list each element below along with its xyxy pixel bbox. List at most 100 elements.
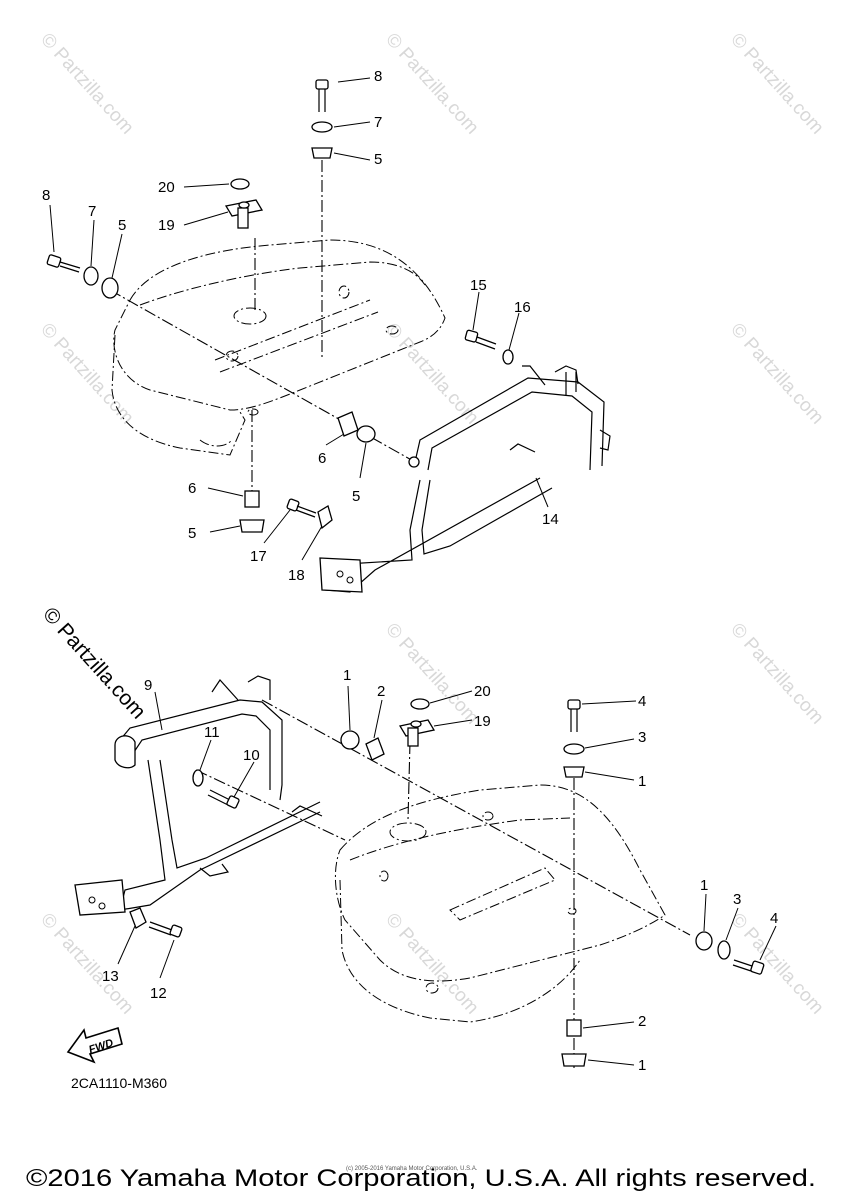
ring-20-top (230, 178, 250, 190)
callout-label: 15 (470, 277, 487, 294)
bolt-10 (207, 789, 240, 809)
washer-16 (502, 349, 514, 365)
mount-hole (338, 285, 350, 299)
frame-14 (319, 365, 611, 593)
callout-label: 1 (700, 877, 708, 894)
callout-label: 17 (250, 548, 267, 565)
callout-label: 2 (638, 1013, 646, 1030)
callout-label: 1 (638, 773, 646, 790)
mount-hole (247, 408, 259, 416)
callout-label: 7 (374, 114, 382, 131)
callout-label: 12 (150, 985, 167, 1002)
bracket-18 (317, 505, 333, 530)
fwd-arrow-icon: FWD (66, 1026, 123, 1064)
ring-20-bottom (410, 698, 430, 710)
collar-2-lower (566, 1019, 582, 1037)
frame-9 (74, 675, 323, 916)
mount-hole (567, 907, 577, 915)
watermark: © Partzilla.com (726, 29, 827, 138)
callout-label: 8 (42, 187, 50, 204)
watermark: © Partzilla.com (381, 909, 482, 1018)
washer-3-upper (563, 743, 585, 755)
callout-label: 5 (188, 525, 196, 542)
watermark: © Partzilla.com (36, 319, 137, 428)
watermark: © Partzilla.com (36, 29, 137, 138)
bolt-17 (286, 498, 317, 518)
grommet-5-left (101, 277, 119, 299)
bottom-assembly (74, 675, 765, 1068)
callout-label: 8 (374, 68, 382, 85)
collar-6-mid (337, 411, 359, 437)
watermark-dark: © Partzilla.com (38, 603, 150, 724)
callout-label: 1 (343, 667, 351, 684)
callout-label: 6 (318, 450, 326, 467)
grommet-5-mid (356, 425, 376, 443)
callout-label: 1 (638, 1057, 646, 1074)
mount-hole (482, 811, 494, 821)
saddlebag-bottom-outline (335, 784, 666, 982)
grommet-5-center (311, 147, 333, 159)
saddlebag-top-trim (214, 299, 379, 373)
watermark: © Partzilla.com (36, 909, 137, 1018)
mount-hole (385, 325, 399, 335)
callout-label: 19 (158, 217, 175, 234)
grommet-5-lower (239, 519, 265, 533)
callout-label: 6 (188, 480, 196, 497)
watermark: © Partzilla.com (381, 619, 482, 728)
callout-label: 18 (288, 567, 305, 584)
drawing-code: 2CA1110-M360 (71, 1075, 167, 1091)
mount-hole (425, 982, 439, 994)
saddlebag-bottom-trim (449, 867, 556, 921)
callout-label: 14 (542, 511, 559, 528)
callout-label: 11 (204, 724, 220, 741)
centerline (195, 769, 346, 841)
top-assembly (46, 79, 611, 593)
grommet-1-upper (340, 730, 360, 750)
callouts-top: 8 7 5 20 19 8 7 5 15 16 6 5 6 5 17 18 14 (42, 68, 559, 584)
washer-7-left (83, 266, 99, 286)
grommet-1-right (695, 931, 713, 951)
callout-label: 19 (474, 713, 491, 730)
saddlebag-top-outline (113, 239, 446, 411)
grommet-1-upper-right (563, 766, 585, 778)
callout-label: 7 (88, 203, 96, 220)
collar-2-upper (365, 737, 385, 761)
saddlebag-bottom-lid (349, 817, 571, 861)
mount-hole (379, 870, 389, 882)
bolt-4-right (732, 959, 765, 975)
callout-label: 2 (377, 683, 385, 700)
callout-label: 13 (102, 968, 119, 985)
mount-hole (225, 350, 239, 362)
callout-label: 16 (514, 299, 531, 316)
copyright-notice: ©2016 Yamaha Motor Corporation, U.S.A. A… (26, 1165, 816, 1192)
washer-7-center (311, 121, 333, 133)
lock-19-top (224, 199, 264, 229)
callout-label: 4 (638, 693, 646, 710)
grommet-1-lower (561, 1053, 587, 1067)
callouts-bottom: 9 1 2 20 19 4 3 1 11 10 13 12 1 3 4 2 1 (102, 667, 778, 1074)
callout-label: 20 (158, 179, 175, 196)
bolt-4-upper (567, 699, 581, 732)
callout-label: 5 (374, 151, 382, 168)
callout-label: 3 (733, 891, 741, 908)
callout-label: 5 (118, 217, 126, 234)
lock-19-bottom (398, 719, 436, 747)
lock-recess (233, 307, 267, 325)
bolt-12 (148, 921, 183, 938)
lock-recess (389, 822, 427, 842)
callout-label: 20 (474, 683, 491, 700)
washer-3-right (717, 940, 731, 960)
callout-label: 3 (638, 729, 646, 746)
bolt-8-left (46, 254, 81, 273)
centerline (407, 741, 411, 821)
saddlebag-top-body (111, 334, 246, 456)
bolt-15 (464, 329, 497, 350)
copyright-small: (c) 2005-2016 Yamaha Motor Corporation, … (346, 1166, 478, 1172)
washer-11 (192, 769, 204, 787)
callout-label: 4 (770, 910, 778, 927)
watermarks: © Partzilla.com © Partzilla.com © Partzi… (36, 29, 827, 1018)
watermark: © Partzilla.com (726, 619, 827, 728)
callout-label: 10 (243, 747, 260, 764)
saddlebag-top-bottom (199, 439, 233, 447)
collar-6-lower (244, 490, 260, 508)
